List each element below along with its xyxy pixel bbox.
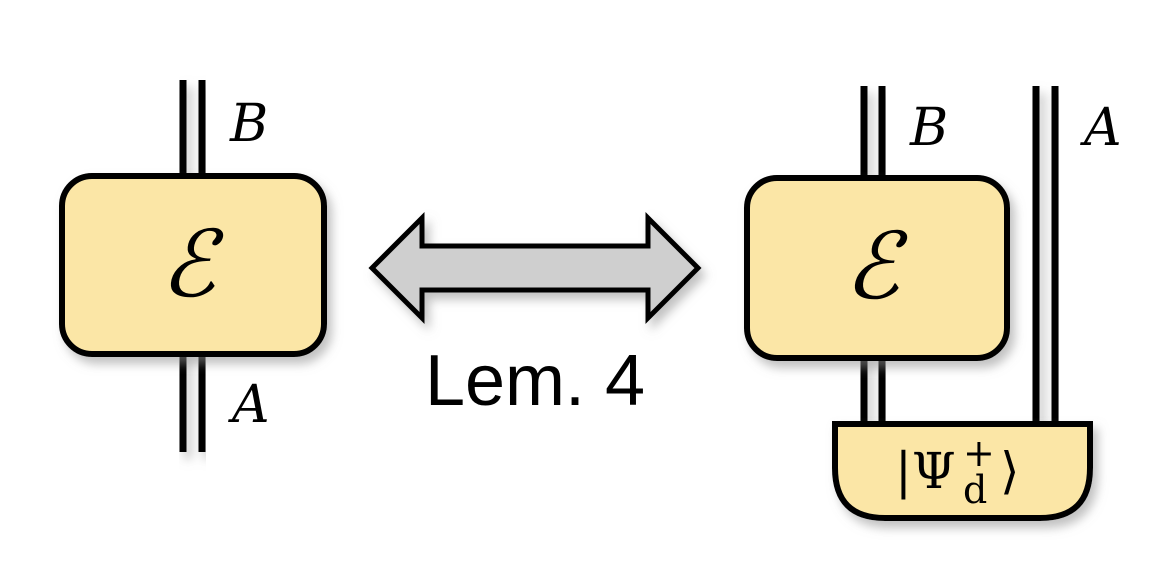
svg-text:⟩: ⟩ [1000,442,1020,500]
right-channel-symbol: ℰ [844,213,908,320]
right-output-wire-b [860,86,886,182]
left-channel-diagram: ℰ B A [59,80,327,452]
entangled-state-preparation [832,421,1093,521]
left-output-wire-b [179,80,206,180]
double-arrow-icon [368,211,702,325]
right-output-label-a: A [1080,98,1122,158]
left-channel-symbol: ℰ [160,211,224,318]
right-internal-wire [860,354,886,426]
svg-text:+: + [963,431,995,475]
entangled-state-ket: |Ψ + d ⟩ [895,431,1020,512]
lemma-label: Lem. 4 [425,341,645,421]
svg-text:d: d [963,468,987,512]
right-output-wire-a [1032,86,1059,426]
equivalence-arrow: Lem. 4 [368,211,702,421]
left-output-label: B [229,94,268,154]
left-input-label: A [228,375,270,435]
right-channel-diagram: ℰ B A |Ψ + d ⟩ [744,86,1122,521]
right-channel-box [744,175,1010,361]
left-input-wire-a [179,350,206,452]
left-channel-box [59,173,327,357]
right-output-label-b: B [909,98,948,158]
svg-text:|Ψ: |Ψ [895,442,956,500]
